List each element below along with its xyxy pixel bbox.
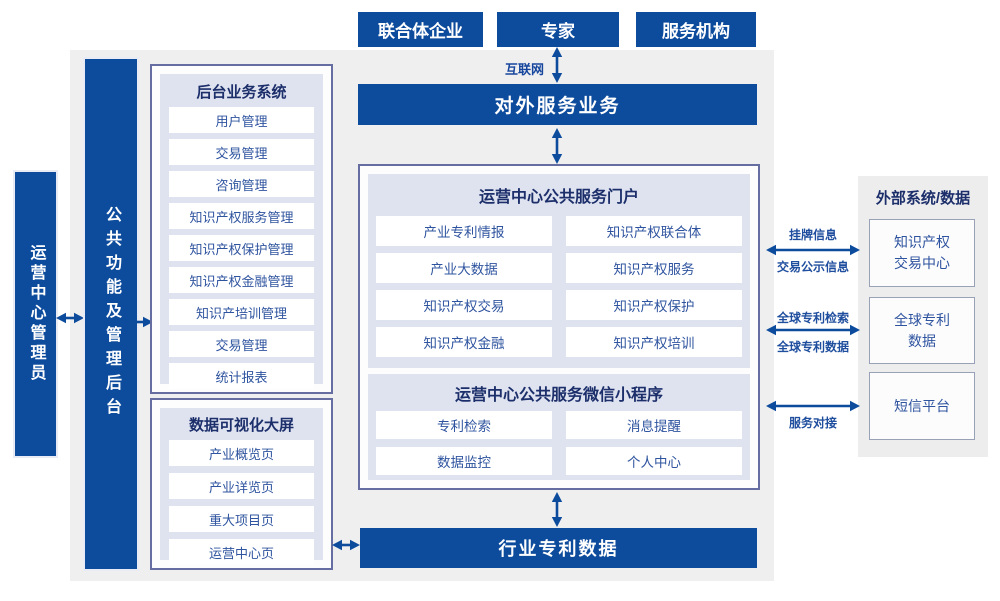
backend-system-list: 用户管理 交易管理 咨询管理 知识产权服务管理 知识产权保护管理 知识产权金融管… (169, 107, 314, 389)
actor-label: 专家 (541, 22, 575, 41)
miniprogram-panel: 运营中心公共服务微信小程序 专利检索 消息提醒 数据监控 个人中心 (368, 374, 750, 480)
backend-system-item: 知识产权金融管理 (169, 267, 314, 293)
external-box-line: 短信平台 (894, 397, 950, 414)
portal-item: 知识产权培训 (566, 327, 742, 357)
portal-grid: 产业专利情报 知识产权联合体 产业大数据 知识产权服务 知识产权交易 知识产权保… (376, 216, 742, 357)
backend-system-item: 知识产权保护管理 (169, 235, 314, 261)
external-box-line: 知识产权 (894, 234, 950, 250)
backend-system-item: 知识产权服务管理 (169, 203, 314, 229)
portal-item: 产业大数据 (376, 253, 552, 283)
portal-item: 知识产权联合体 (566, 216, 742, 246)
actor-box-expert: 专家 (497, 12, 619, 47)
actor-box-agency: 服务机构 (636, 12, 756, 47)
link-label-global-data: 全球专利数据 (776, 340, 849, 354)
portal-item: 知识产权金融 (376, 327, 552, 357)
backend-system-item: 用户管理 (169, 107, 314, 133)
external-service-bar: 对外服务业务 (358, 84, 757, 125)
external-box-sms-platform: 短信平台 (869, 372, 975, 440)
portal-title: 运营中心公共服务门户 (478, 189, 639, 206)
actor-label: 服务机构 (662, 22, 730, 41)
external-service-label: 对外服务业务 (494, 96, 621, 117)
miniprogram-item: 消息提醒 (566, 411, 742, 439)
backend-functions-label: 公共功能及管理后台 (103, 206, 120, 422)
arrow-global-patent (766, 324, 860, 336)
admin-bar-label: 运营中心管理员 (27, 244, 45, 384)
backend-system-box: 后台业务系统 用户管理 交易管理 咨询管理 知识产权服务管理 知识产权保护管理 … (150, 64, 333, 394)
actor-label: 联合体企业 (378, 22, 463, 41)
link-label-service-dock: 服务对接 (788, 416, 837, 430)
arrow-portal-to-industry (551, 492, 563, 527)
dashboard-box: 数据可视化大屏 产业概览页 产业详览页 重大项目页 运营中心页 (150, 398, 333, 570)
internet-label: 互联网 (504, 62, 544, 77)
external-box-ip-trade-center: 知识产权 交易中心 (869, 219, 975, 287)
industry-patent-bar: 行业专利数据 (360, 528, 757, 568)
portal-box: 运营中心公共服务门户 产业专利情报 知识产权联合体 产业大数据 知识产权服务 知… (358, 164, 760, 490)
industry-patent-label: 行业专利数据 (498, 539, 619, 559)
dashboard-item: 运营中心页 (169, 539, 314, 565)
external-systems-title: 外部系统/数据 (875, 190, 971, 207)
arrow-service-to-portal (551, 128, 563, 164)
backend-system-item: 交易管理 (169, 139, 314, 165)
actor-box-consortium: 联合体企业 (358, 12, 483, 47)
portal-item: 知识产权交易 (376, 290, 552, 320)
arrow-service-dock (766, 400, 860, 412)
portal-panel: 运营中心公共服务门户 产业专利情报 知识产权联合体 产业大数据 知识产权服务 知… (368, 174, 750, 368)
backend-system-title: 后台业务系统 (196, 84, 287, 101)
dashboard-list: 产业概览页 产业详览页 重大项目页 运营中心页 (169, 440, 314, 565)
link-label-global-search: 全球专利检索 (776, 311, 849, 325)
miniprogram-item: 数据监控 (376, 447, 552, 475)
arrow-admin-to-backend (56, 312, 84, 324)
dashboard-panel: 数据可视化大屏 产业概览页 产业详览页 重大项目页 运营中心页 (160, 408, 323, 565)
admin-bar: 运营中心管理员 (13, 170, 58, 458)
external-box-line: 交易中心 (894, 255, 950, 271)
miniprogram-grid: 专利检索 消息提醒 数据监控 个人中心 (376, 411, 742, 475)
external-box-line: 全球专利 (894, 311, 950, 328)
backend-system-item: 交易管理 (169, 331, 314, 357)
external-systems-panel: 外部系统/数据 知识产权 交易中心 全球专利 数据 短信平台 (858, 176, 988, 457)
external-box-line: 数据 (908, 332, 936, 349)
miniprogram-item: 个人中心 (566, 447, 742, 475)
backend-system-item: 知识产培训管理 (169, 299, 314, 325)
backend-system-item: 咨询管理 (169, 171, 314, 197)
arrow-internet-vertical (551, 47, 563, 83)
backend-system-item: 统计报表 (169, 363, 314, 389)
portal-item: 知识产权服务 (566, 253, 742, 283)
portal-item: 知识产权保护 (566, 290, 742, 320)
backend-functions-bar: 公共功能及管理后台 (83, 57, 139, 571)
miniprogram-title: 运营中心公共服务微信小程序 (454, 387, 663, 404)
dashboard-item: 重大项目页 (169, 506, 314, 532)
link-label-trade-publicity: 交易公示信息 (776, 260, 849, 274)
dashboard-item: 产业详览页 (169, 473, 314, 499)
miniprogram-item: 专利检索 (376, 411, 552, 439)
dashboard-item: 产业概览页 (169, 440, 314, 466)
arrow-trade-center (766, 244, 860, 256)
link-label-listing-info: 挂牌信息 (788, 228, 837, 242)
external-box-global-patent-data: 全球专利 数据 (869, 297, 975, 364)
dashboard-title: 数据可视化大屏 (188, 417, 294, 434)
portal-item: 产业专利情报 (376, 216, 552, 246)
arrow-dashboard-to-industry (332, 539, 360, 551)
backend-system-panel: 后台业务系统 用户管理 交易管理 咨询管理 知识产权服务管理 知识产权保护管理 … (160, 74, 323, 389)
arrow-backend-to-system (125, 316, 153, 328)
